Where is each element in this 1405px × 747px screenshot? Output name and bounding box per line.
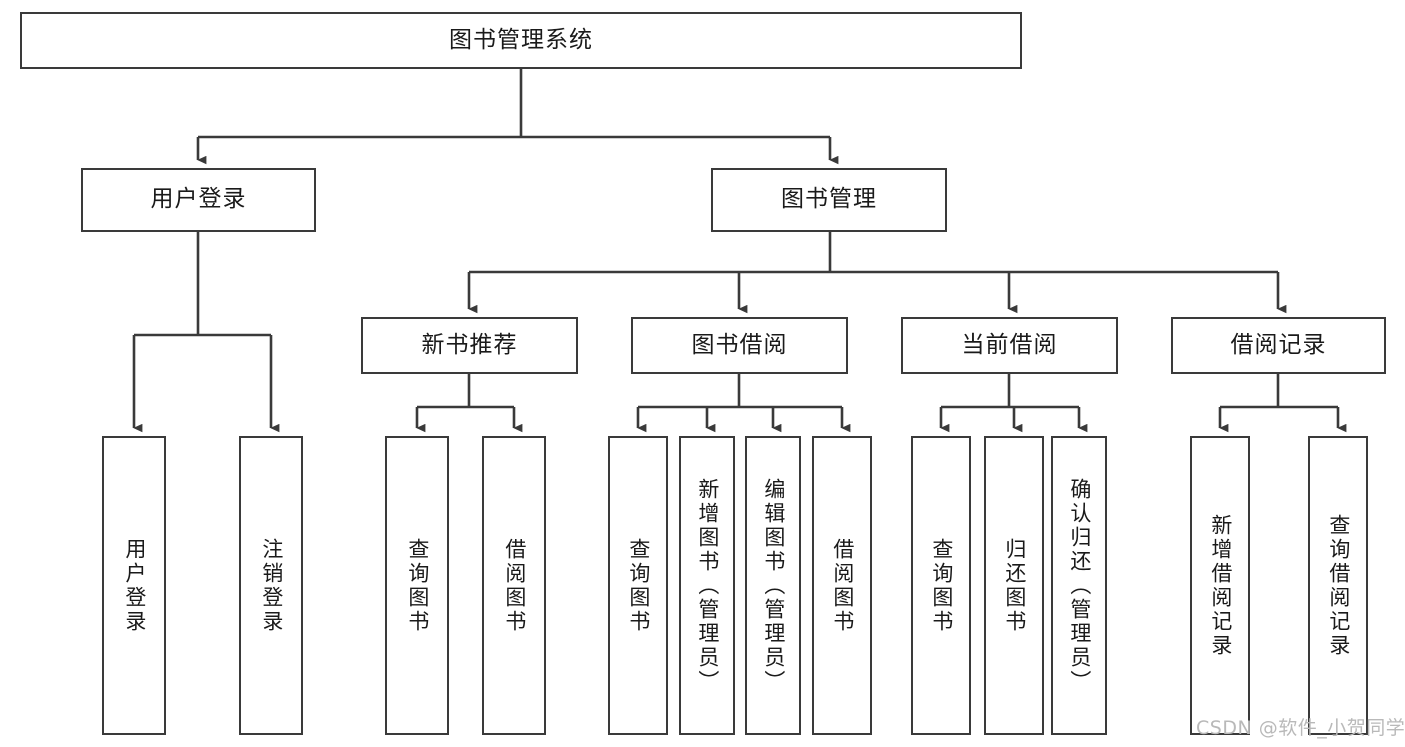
node-label: 图书管理系统	[449, 26, 593, 53]
leaf-query-book-borrow[interactable]: 查询图书	[608, 436, 668, 735]
node-label: 新增图书（管理员）	[695, 477, 720, 694]
node-label: 用户登录	[122, 537, 147, 634]
node-borrow-record[interactable]: 借阅记录	[1171, 317, 1386, 374]
leaf-query-book-newbook[interactable]: 查询图书	[385, 436, 449, 735]
node-book-borrow[interactable]: 图书借阅	[631, 317, 848, 374]
node-label: 注销登录	[259, 537, 284, 634]
leaf-edit-book-admin[interactable]: 编辑图书（管理员）	[745, 436, 801, 735]
node-label: 查询图书	[929, 537, 954, 634]
node-root-system[interactable]: 图书管理系统	[20, 12, 1022, 69]
leaf-return-book[interactable]: 归还图书	[984, 436, 1044, 735]
node-label: 图书管理	[781, 186, 877, 213]
node-label: 用户登录	[150, 186, 247, 213]
node-label: 当前借阅	[961, 331, 1058, 358]
node-label: 确认归还（管理员）	[1067, 477, 1092, 694]
leaf-add-borrow-record[interactable]: 新增借阅记录	[1190, 436, 1250, 735]
leaf-confirm-return-admin[interactable]: 确认归还（管理员）	[1051, 436, 1107, 735]
node-label: 查询借阅记录	[1326, 513, 1351, 658]
leaf-query-borrow-record[interactable]: 查询借阅记录	[1308, 436, 1368, 735]
node-book-management[interactable]: 图书管理	[711, 168, 947, 232]
node-label: 借阅图书	[830, 537, 855, 634]
node-label: 归还图书	[1002, 537, 1027, 634]
node-label: 借阅图书	[502, 537, 527, 634]
csdn-watermark: CSDN @软件_小贺同学	[1196, 717, 1405, 739]
node-label: 查询图书	[405, 537, 430, 634]
node-label: 编辑图书（管理员）	[761, 477, 786, 694]
node-label: 新增借阅记录	[1208, 513, 1233, 658]
node-current-borrow[interactable]: 当前借阅	[901, 317, 1118, 374]
node-label: 查询图书	[626, 537, 651, 634]
leaf-query-book-current[interactable]: 查询图书	[911, 436, 971, 735]
node-label: 借阅记录	[1230, 331, 1327, 358]
node-new-book-recommend[interactable]: 新书推荐	[361, 317, 578, 374]
leaf-add-book-admin[interactable]: 新增图书（管理员）	[679, 436, 735, 735]
node-label: 图书借阅	[691, 331, 788, 358]
leaf-user-login[interactable]: 用户登录	[102, 436, 166, 735]
leaf-logout[interactable]: 注销登录	[239, 436, 303, 735]
node-label: 新书推荐	[421, 331, 518, 358]
leaf-lend-book[interactable]: 借阅图书	[812, 436, 872, 735]
leaf-borrow-book-newbook[interactable]: 借阅图书	[482, 436, 546, 735]
node-user-login[interactable]: 用户登录	[81, 168, 316, 232]
